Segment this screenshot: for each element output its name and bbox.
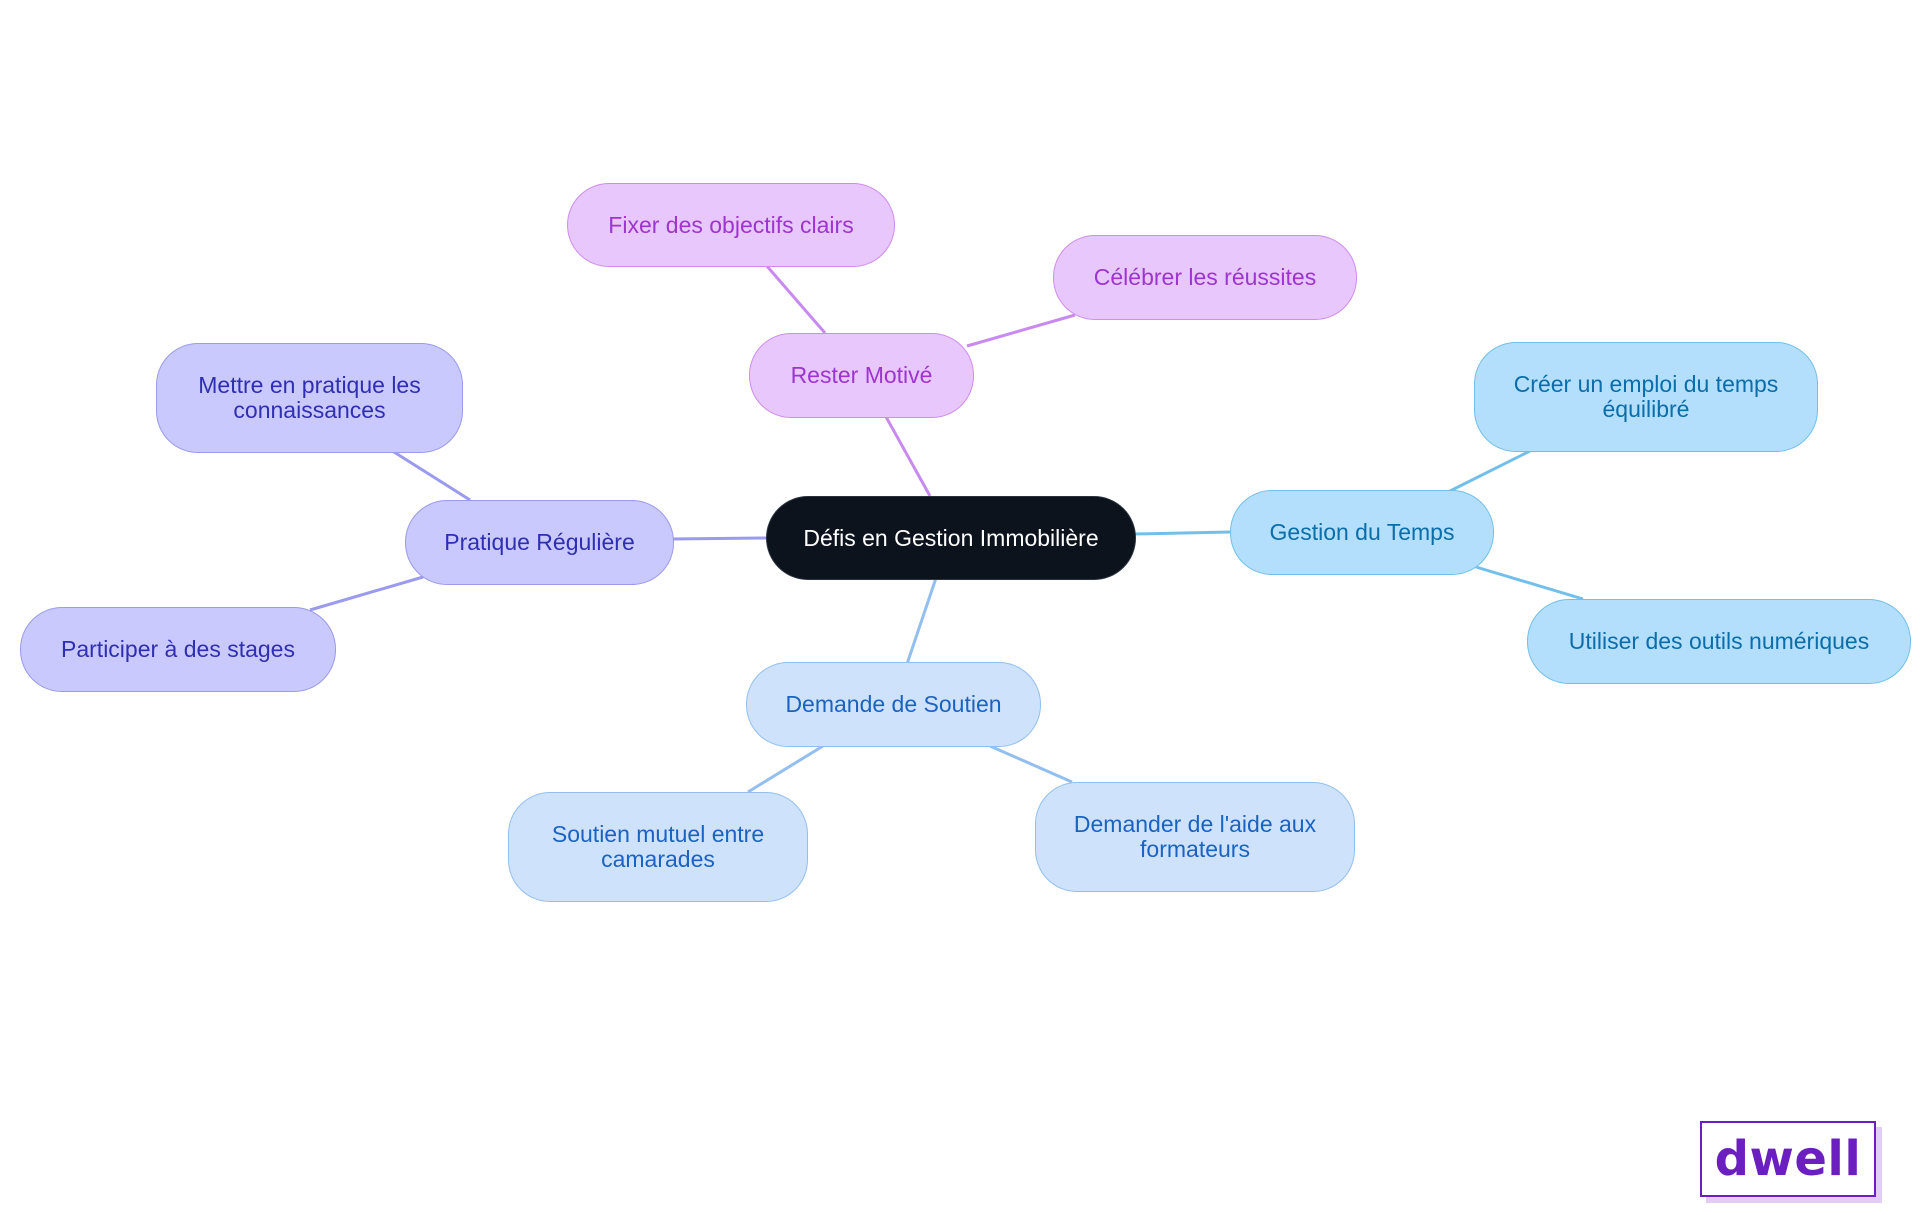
edge-soutien-formateurs xyxy=(989,744,1073,784)
branch-label: Pratique Régulière xyxy=(444,529,635,555)
leaf-label: Créer un emploi du temps équilibré xyxy=(1513,371,1779,422)
leaf-label: Participer à des stages xyxy=(61,636,295,662)
leaf-label: Mettre en pratique les connaissances xyxy=(198,372,421,423)
leaf-node-fixer-objectifs[interactable]: Fixer des objectifs clairs xyxy=(567,183,895,267)
branch-label: Rester Motivé xyxy=(790,362,933,388)
leaf-node-soutien-mutuel[interactable]: Soutien mutuel entre camarades xyxy=(508,792,808,902)
central-topic-node[interactable]: Défis en Gestion Immobilière xyxy=(766,496,1136,580)
leaf-node-emploi-du-temps[interactable]: Créer un emploi du temps équilibré xyxy=(1474,342,1818,452)
branch-node-demande-de-soutien[interactable]: Demande de Soutien xyxy=(746,662,1041,747)
branch-node-gestion-du-temps[interactable]: Gestion du Temps xyxy=(1230,490,1494,575)
leaf-node-celebrer-reussites[interactable]: Célébrer les réussites xyxy=(1053,235,1357,320)
edge-center-pratique-reguliere xyxy=(671,536,768,541)
edge-pratique-stages xyxy=(309,575,424,612)
branch-node-pratique-reguliere[interactable]: Pratique Régulière xyxy=(405,500,674,585)
edge-soutien-camarades xyxy=(747,744,824,794)
leaf-label: Demander de l'aide aux formateurs xyxy=(1073,811,1317,862)
leaf-node-mettre-en-pratique[interactable]: Mettre en pratique les connaissances xyxy=(156,343,463,453)
edge-motive-reussites xyxy=(966,313,1076,348)
branch-node-rester-motive[interactable]: Rester Motivé xyxy=(749,333,974,418)
leaf-label: Célébrer les réussites xyxy=(1093,264,1317,290)
branch-label: Gestion du Temps xyxy=(1269,519,1455,545)
logo-text: dwell xyxy=(1714,1131,1862,1187)
edge-center-demande-de-soutien xyxy=(905,577,938,665)
edge-temps-outils xyxy=(1475,565,1584,601)
leaf-label: Fixer des objectifs clairs xyxy=(608,211,854,238)
edge-center-gestion-du-temps xyxy=(1134,530,1231,536)
edge-pratique-connaissances xyxy=(393,450,471,502)
dwell-logo: dwell xyxy=(1700,1121,1876,1197)
leaf-label: Utiliser des outils numériques xyxy=(1568,628,1870,654)
edge-motive-objectifs xyxy=(764,264,827,334)
leaf-node-participer-stages[interactable]: Participer à des stages xyxy=(20,607,336,692)
leaf-node-outils-numeriques[interactable]: Utiliser des outils numériques xyxy=(1527,599,1911,684)
edge-center-rester-motive xyxy=(883,414,932,497)
central-topic-label: Défis en Gestion Immobilière xyxy=(803,524,1099,551)
branch-label: Demande de Soutien xyxy=(785,691,1002,717)
leaf-label: Soutien mutuel entre camarades xyxy=(551,821,765,872)
edge-temps-emploi xyxy=(1449,447,1535,493)
leaf-node-aide-formateurs[interactable]: Demander de l'aide aux formateurs xyxy=(1035,782,1355,892)
